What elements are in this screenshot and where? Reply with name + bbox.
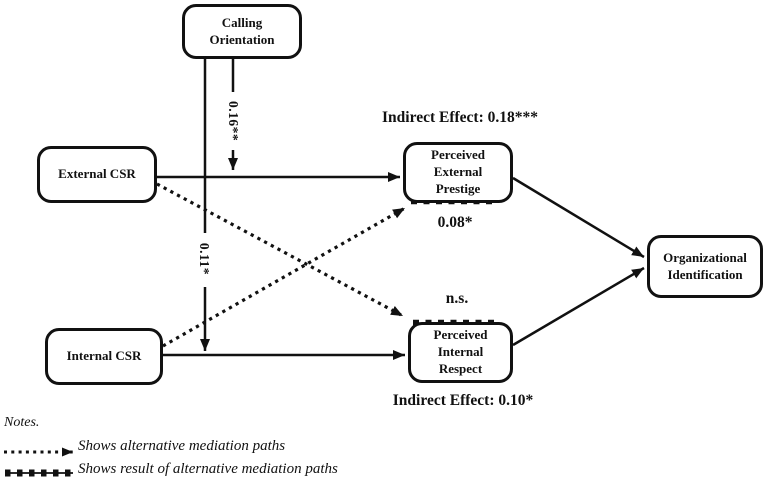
node-calling-orientation: Calling Orientation [182, 4, 302, 59]
indirect-effect-external-label: Indirect Effect: 0.18*** [382, 109, 538, 126]
legend-alt-result-label: Shows result of alternative mediation pa… [78, 461, 338, 477]
path-pir-to-oi [512, 266, 645, 347]
path-alt-internal-to-pep [162, 206, 406, 348]
path-pep-to-oi [512, 176, 645, 259]
node-perceived-internal-respect: Perceived Internal Respect [408, 322, 513, 383]
path-alt-external-to-pir [156, 182, 404, 318]
indirect-effect-internal-label: Indirect Effect: 0.10* [392, 392, 534, 409]
coefficient-calling-external: 0.16** [226, 100, 241, 142]
alt-result-internal-label: n.s. [445, 290, 469, 307]
node-internal-csr: Internal CSR [45, 328, 163, 385]
dotted-arrow-sample-icon [4, 447, 73, 457]
notes-title: Notes. [4, 415, 40, 430]
legend-alt-paths-label: Shows alternative mediation paths [78, 438, 286, 454]
node-perceived-external-prestige: Perceived External Prestige [403, 142, 513, 203]
square-dash-sample-icon [5, 469, 73, 477]
node-external-csr: External CSR [37, 146, 157, 203]
coefficient-calling-internal: 0.11* [197, 242, 212, 276]
alt-result-external-label: 0.08* [437, 214, 473, 231]
node-organizational-identification: Organizational Identification [647, 235, 763, 298]
